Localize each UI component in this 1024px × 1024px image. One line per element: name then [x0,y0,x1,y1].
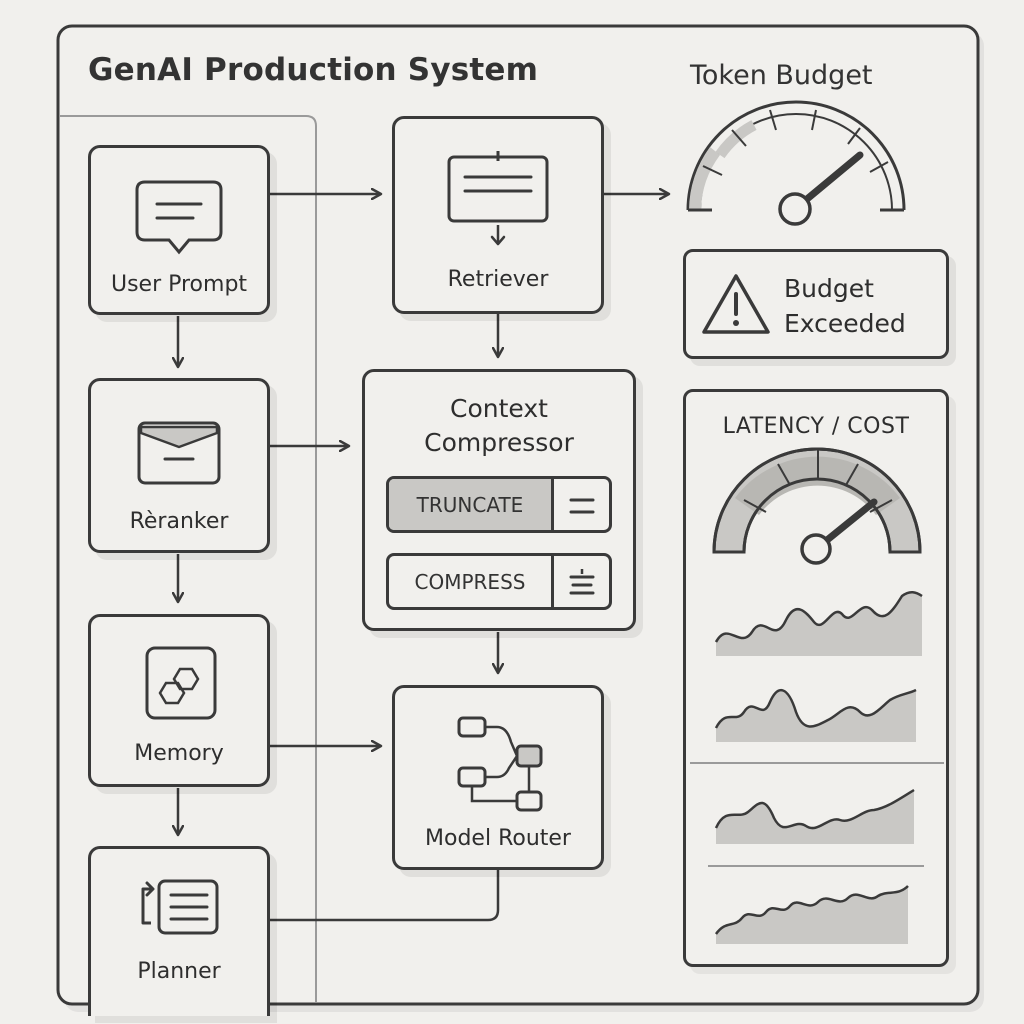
reranker-label: Rèranker [129,509,229,534]
user-prompt-label: User Prompt [110,272,248,297]
budget-exceeded-alert: Budget Exceeded [683,249,949,359]
sparkline-4 [714,885,909,944]
budget-alert-line2: Exceeded [784,309,906,338]
truncate-divider [551,479,554,530]
retriever-label: Retriever [447,267,549,292]
reranker-node[interactable]: Rèranker [88,378,270,553]
flow-graph-icon [457,716,543,812]
user-prompt-node[interactable]: User Prompt [88,145,270,315]
truncate-fill [389,479,551,530]
planner-node[interactable]: Planner [88,846,270,1016]
planner-label: Planner [137,959,221,984]
latency-gauge-icon [712,447,922,565]
document-retrieve-icon [447,151,549,246]
envelope-icon [137,421,221,485]
budget-alert-line1: Budget [784,274,874,303]
compress-divider [551,556,554,607]
line-planner-to-router [270,870,500,922]
hexagons-icon [145,646,217,720]
compress-label: COMPRESS [414,569,526,594]
page-title: GenAI Production System [88,52,539,88]
truncate-label: TRUNCATE [416,492,524,517]
compress-option[interactable]: COMPRESS [386,553,612,610]
warning-triangle-icon [702,274,770,334]
truncate-option[interactable]: TRUNCATE [386,476,612,533]
token-budget-gauge-icon [686,100,906,226]
compress-lines-icon [569,569,595,595]
model-router-node[interactable]: Model Router [392,685,604,870]
memory-node[interactable]: Memory [88,614,270,787]
latency-cost-heading: LATENCY / COST [722,414,910,439]
token-budget-heading: Token Budget [690,60,873,91]
latency-cost-panel: LATENCY / COST [683,389,949,967]
context-compressor-label-line2: Compressor [424,428,574,457]
left-lane [60,115,317,1002]
model-router-label: Model Router [425,826,571,851]
lines-icon [569,498,595,514]
retriever-node[interactable]: Retriever [392,116,604,314]
sparkline-3 [714,788,915,844]
sparkline-1 [714,591,923,656]
loop-list-icon [141,879,219,935]
sparkline-2 [714,688,917,742]
context-compressor-label-line1: Context [450,394,548,423]
memory-label: Memory [134,741,224,766]
chat-bubble-icon [135,180,223,255]
